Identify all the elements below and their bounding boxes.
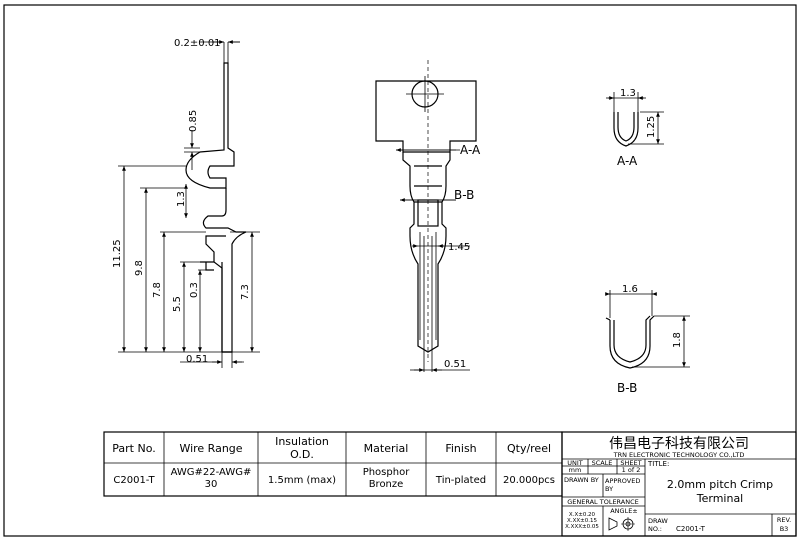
- dim-73: 7.3: [240, 284, 251, 300]
- sheet-value: 1 of 2: [622, 466, 641, 474]
- cell-insulation: 1.5mm (max): [268, 475, 336, 486]
- cell-finish: Tin-plated: [435, 475, 486, 486]
- front-view-carrier: [375, 80, 477, 153]
- title-label: TITLE:: [647, 460, 669, 468]
- general-tolerance-label: GENERAL TOLERANCE: [567, 498, 639, 506]
- cell-qty: 20.000pcs: [503, 475, 555, 486]
- angle-label: ANGLE±: [610, 507, 638, 515]
- company-name-cn: 伟昌电子科技有限公司: [609, 436, 749, 452]
- drawing-frame: [3, 4, 797, 537]
- dim-78: 7.8: [152, 282, 163, 298]
- cell-wire-range: AWG#22-AWG#30: [170, 467, 252, 490]
- section-aa-profile: [613, 112, 639, 147]
- callout-aa: A-A: [460, 143, 481, 157]
- dim-thickness: 0.2±0.01: [174, 38, 221, 49]
- spec-table: Part No. Wire Range Insulation O.D. Mate…: [103, 431, 563, 497]
- rev-label: REV.: [777, 516, 791, 524]
- side-view-outline: [185, 62, 235, 189]
- dim-145: 1.45: [448, 242, 470, 253]
- company-name-en: TRN ELECTRONIC TECHNOLOGY CO.,LTD: [613, 451, 745, 459]
- header-part-no: Part No.: [112, 442, 155, 455]
- callout-bb: B-B: [454, 188, 474, 202]
- section-bb-profile: [609, 315, 655, 369]
- section-bb: 1.6 1.8 B-B: [605, 284, 690, 395]
- dim-051-side: 0.51: [186, 354, 208, 365]
- tolerance-1: X.X±0.20: [569, 512, 596, 518]
- dim-085: 0.85: [188, 110, 199, 132]
- cell-part-no: C2001-T: [113, 475, 155, 486]
- dim-13-side: 1.3: [176, 191, 187, 207]
- header-finish: Finish: [445, 442, 476, 455]
- projection-symbol-icon: [608, 517, 635, 531]
- header-material: Material: [364, 442, 409, 455]
- dim-98: 9.8: [134, 260, 145, 276]
- header-wire-range: Wire Range: [179, 442, 242, 455]
- header-qty: Qty/reel: [507, 442, 551, 455]
- unit-label: UNIT: [567, 459, 583, 467]
- section-aa-title: A-A: [617, 154, 638, 168]
- header-insulation: Insulation O.D.: [275, 435, 329, 461]
- unit-value: mm: [569, 466, 582, 474]
- draw-no-label: DRAW NO.:: [648, 517, 668, 533]
- rev-value: B3: [780, 525, 789, 533]
- tolerance-3: X.XXX±0.05: [565, 524, 599, 530]
- sheet-label: SHEET: [620, 459, 641, 467]
- front-view: A-A B-B 1.45 0.51: [375, 60, 481, 372]
- section-aa: 1.3 1.25 A-A: [606, 88, 664, 168]
- dim-55: 5.5: [172, 296, 183, 312]
- dim-1125: 11.25: [112, 239, 123, 268]
- section-bb-title: B-B: [617, 381, 637, 395]
- scale-label: SCALE: [592, 459, 613, 467]
- drawing-title-line2: Terminal: [696, 492, 744, 505]
- dim-16: 1.6: [622, 284, 638, 295]
- approved-by-label: APPROVED BY: [605, 477, 641, 493]
- dim-18: 1.8: [672, 332, 683, 348]
- drawn-by-label: DRAWN BY: [564, 476, 599, 484]
- front-view-terminal: [402, 152, 451, 353]
- title-block: 伟昌电子科技有限公司 TRN ELECTRONIC TECHNOLOGY CO.…: [561, 431, 797, 537]
- draw-no-value: C2001-T: [676, 525, 706, 533]
- side-view: 0.2±0.01 0.85 1.3 11.25 9.8 7.8 5.5 0.3 …: [112, 38, 260, 368]
- tolerance-2: X.XX±0.15: [567, 518, 597, 524]
- cell-material: Phosphor Bronze: [362, 467, 410, 490]
- dim-03: 0.3: [189, 282, 200, 298]
- dim-125: 1.25: [646, 116, 657, 138]
- dim-051-front: 0.51: [444, 359, 466, 370]
- dim-13-section: 1.3: [620, 88, 636, 99]
- drawing-title-line1: 2.0mm pitch Crimp: [667, 478, 773, 491]
